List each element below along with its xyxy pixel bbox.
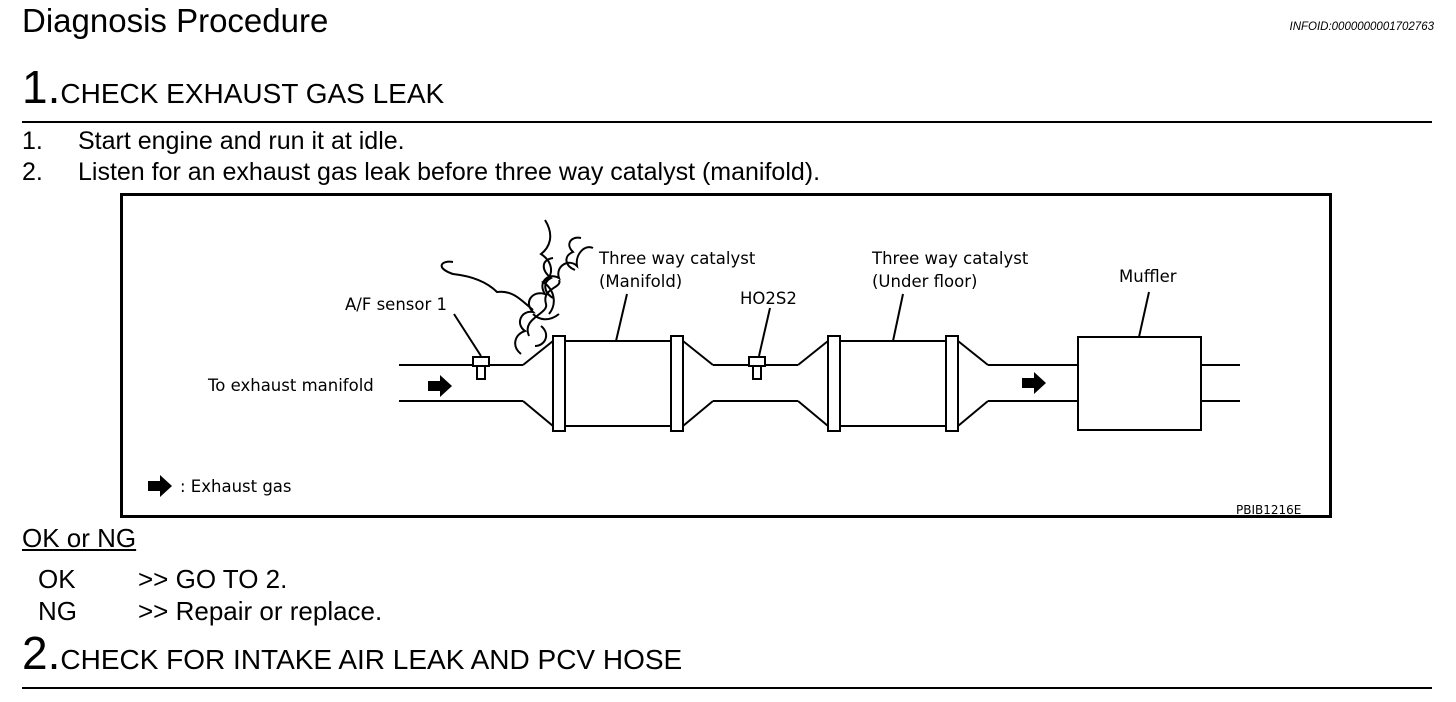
list-item-text: Listen for an exhaust gas leak before th… xyxy=(78,158,821,186)
label-af-sensor: A/F sensor 1 xyxy=(345,295,447,314)
label-twc-manifold-line2: (Manifold) xyxy=(599,272,682,291)
exhaust-system-diagram: To exhaust manifold A/F sensor 1 Three w… xyxy=(120,193,1332,518)
step-1-divider xyxy=(22,121,1432,123)
step-2-divider xyxy=(22,687,1432,689)
list-item-number: 2. xyxy=(22,158,43,186)
result-action: >> Repair or replace. xyxy=(138,596,383,626)
step-1-number: 1. xyxy=(22,61,61,113)
figure-code: PBIB1216E xyxy=(1236,503,1301,515)
result-row-ok: OK >> GO TO 2. xyxy=(38,564,287,595)
label-ho2s2: HO2S2 xyxy=(740,289,797,308)
label-twc-manifold-line1: Three way catalyst xyxy=(598,249,756,268)
result-action: >> GO TO 2. xyxy=(138,564,288,594)
list-item-number: 1. xyxy=(22,127,43,155)
list-item: 1. Start engine and run it at idle. xyxy=(22,127,405,156)
step-1-heading: 1.CHECK EXHAUST GAS LEAK xyxy=(22,60,444,114)
info-id: INFOID:0000000001702763 xyxy=(1289,21,1435,33)
list-item-text: Start engine and run it at idle. xyxy=(78,127,405,155)
step-2-heading: 2.CHECK FOR INTAKE AIR LEAK AND PCV HOSE xyxy=(22,626,682,680)
page-title: Diagnosis Procedure xyxy=(22,2,329,39)
step-2-title: CHECK FOR INTAKE AIR LEAK AND PCV HOSE xyxy=(60,644,683,675)
step-2-number: 2. xyxy=(22,627,61,679)
list-item: 2. Listen for an exhaust gas leak before … xyxy=(22,158,820,187)
result-heading: OK or NG xyxy=(22,523,137,553)
label-twc-under-floor-line2: (Under floor) xyxy=(872,272,977,291)
step-1-title: CHECK EXHAUST GAS LEAK xyxy=(60,78,445,109)
result-row-ng: NG >> Repair or replace. xyxy=(38,596,382,627)
label-twc-under-floor-line1: Three way catalyst xyxy=(871,249,1029,268)
result-status: OK xyxy=(38,564,76,594)
diagram-drawing: To exhaust manifold A/F sensor 1 Three w… xyxy=(148,219,1301,515)
label-muffler: Muffler xyxy=(1119,267,1177,286)
label-to-exhaust-manifold: To exhaust manifold xyxy=(207,376,374,395)
legend-exhaust-gas: : Exhaust gas xyxy=(180,477,292,496)
result-status: NG xyxy=(38,596,77,626)
